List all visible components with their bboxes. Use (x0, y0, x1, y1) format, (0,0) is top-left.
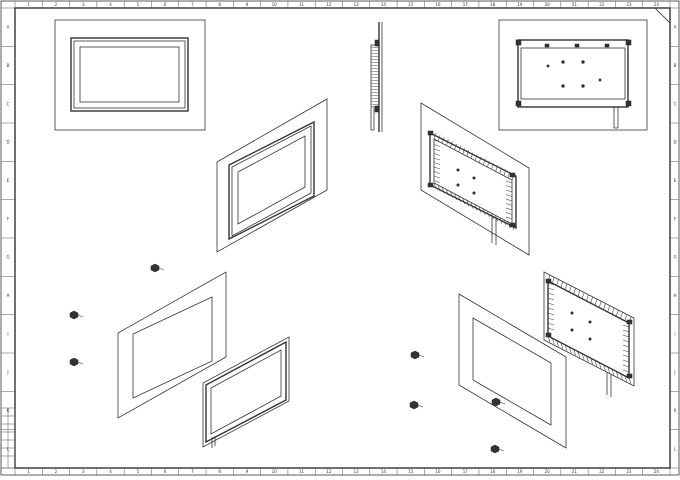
frame-number: 8 (218, 469, 221, 474)
frame-number: 11 (299, 2, 305, 7)
frame-number: 23 (627, 2, 633, 7)
frame-letter: A (7, 25, 10, 30)
frame-letter: G (673, 255, 676, 260)
frame-letter: E (7, 178, 10, 183)
frame-letter: D (6, 140, 9, 145)
front-view (54, 19, 206, 131)
frame-number: 7 (191, 469, 194, 474)
frame-letter: D (673, 140, 676, 145)
frame-number: 10 (272, 2, 278, 7)
frame-number: 24 (654, 2, 660, 7)
iso-front-view (216, 98, 328, 253)
screw-set (69, 263, 165, 367)
frame-number: 20 (545, 2, 551, 7)
frame-number: 5 (137, 469, 140, 474)
frame-number: 21 (572, 2, 578, 7)
frame-letter: A (674, 25, 677, 30)
frame-number: 5 (137, 2, 140, 7)
frame-letter: B (7, 63, 10, 68)
frame-number: 4 (109, 469, 112, 474)
frame-number: 3 (82, 469, 85, 474)
frame-number: 22 (599, 469, 605, 474)
frame-letter: F (674, 216, 677, 221)
corner-mark (654, 7, 671, 24)
frame-letter: G (6, 255, 9, 260)
frame-number: 19 (517, 2, 523, 7)
frame-number: 20 (545, 469, 551, 474)
frame-number: 11 (299, 469, 305, 474)
frame-letter: K (674, 408, 677, 413)
frame-letter: E (674, 178, 677, 183)
frame-number: 14 (381, 2, 387, 7)
frame-number: 10 (272, 469, 278, 474)
frame-number: 17 (463, 469, 469, 474)
frame-number: 1 (27, 2, 30, 7)
frame-number: 13 (354, 2, 360, 7)
frame-number: 21 (572, 469, 578, 474)
frame-number: 8 (218, 2, 221, 7)
frame-number: 17 (463, 2, 469, 7)
drawing-frame (14, 7, 671, 469)
frame-number: 22 (599, 2, 605, 7)
frame-letter: B (674, 63, 677, 68)
frame-letter: L (7, 446, 10, 451)
title-block (0, 407, 16, 469)
frame-letter: F (7, 216, 10, 221)
frame-number: 2 (55, 469, 58, 474)
frame-number: 16 (435, 2, 441, 7)
frame-letter: C (7, 101, 10, 106)
frame-number: 14 (381, 469, 387, 474)
frame-number: 4 (109, 2, 112, 7)
frame-number: 18 (490, 469, 496, 474)
frame-number: 23 (627, 469, 633, 474)
frame-number: 9 (246, 2, 249, 7)
frame-number: 2 (55, 2, 58, 7)
frame-number: 6 (164, 469, 167, 474)
frame-number: 7 (191, 2, 194, 7)
rear-view (498, 19, 648, 131)
frame-number: 9 (246, 469, 249, 474)
frame-number: 1 (27, 469, 30, 474)
frame-letter: J (6, 370, 8, 375)
screw-set (409, 350, 506, 454)
frame-letter: H (6, 293, 9, 298)
frame-ticks-right: A B C D E F G H I J K L (670, 7, 679, 469)
frame-number: 18 (490, 2, 496, 7)
frame-number: 15 (408, 2, 414, 7)
frame-number: 12 (326, 2, 332, 7)
exploded-rear-view (409, 271, 635, 454)
iso-rear-view (420, 102, 530, 256)
frame-number: 19 (517, 469, 523, 474)
frame-number: 13 (354, 469, 360, 474)
frame-number: 12 (326, 469, 332, 474)
frame-letter: L (674, 446, 677, 451)
frame-number: 3 (82, 2, 85, 7)
frame-letter: I (7, 331, 8, 336)
frame-number: 16 (435, 469, 441, 474)
frame-letter: J (673, 370, 675, 375)
frame-letter: C (674, 101, 677, 106)
side-view (370, 22, 383, 132)
frame-number: 15 (408, 469, 414, 474)
frame-letter: I (674, 331, 675, 336)
frame-letter: H (673, 293, 676, 298)
frame-number: 24 (654, 469, 660, 474)
frame-number: 6 (164, 2, 167, 7)
exploded-front-view (69, 263, 290, 448)
